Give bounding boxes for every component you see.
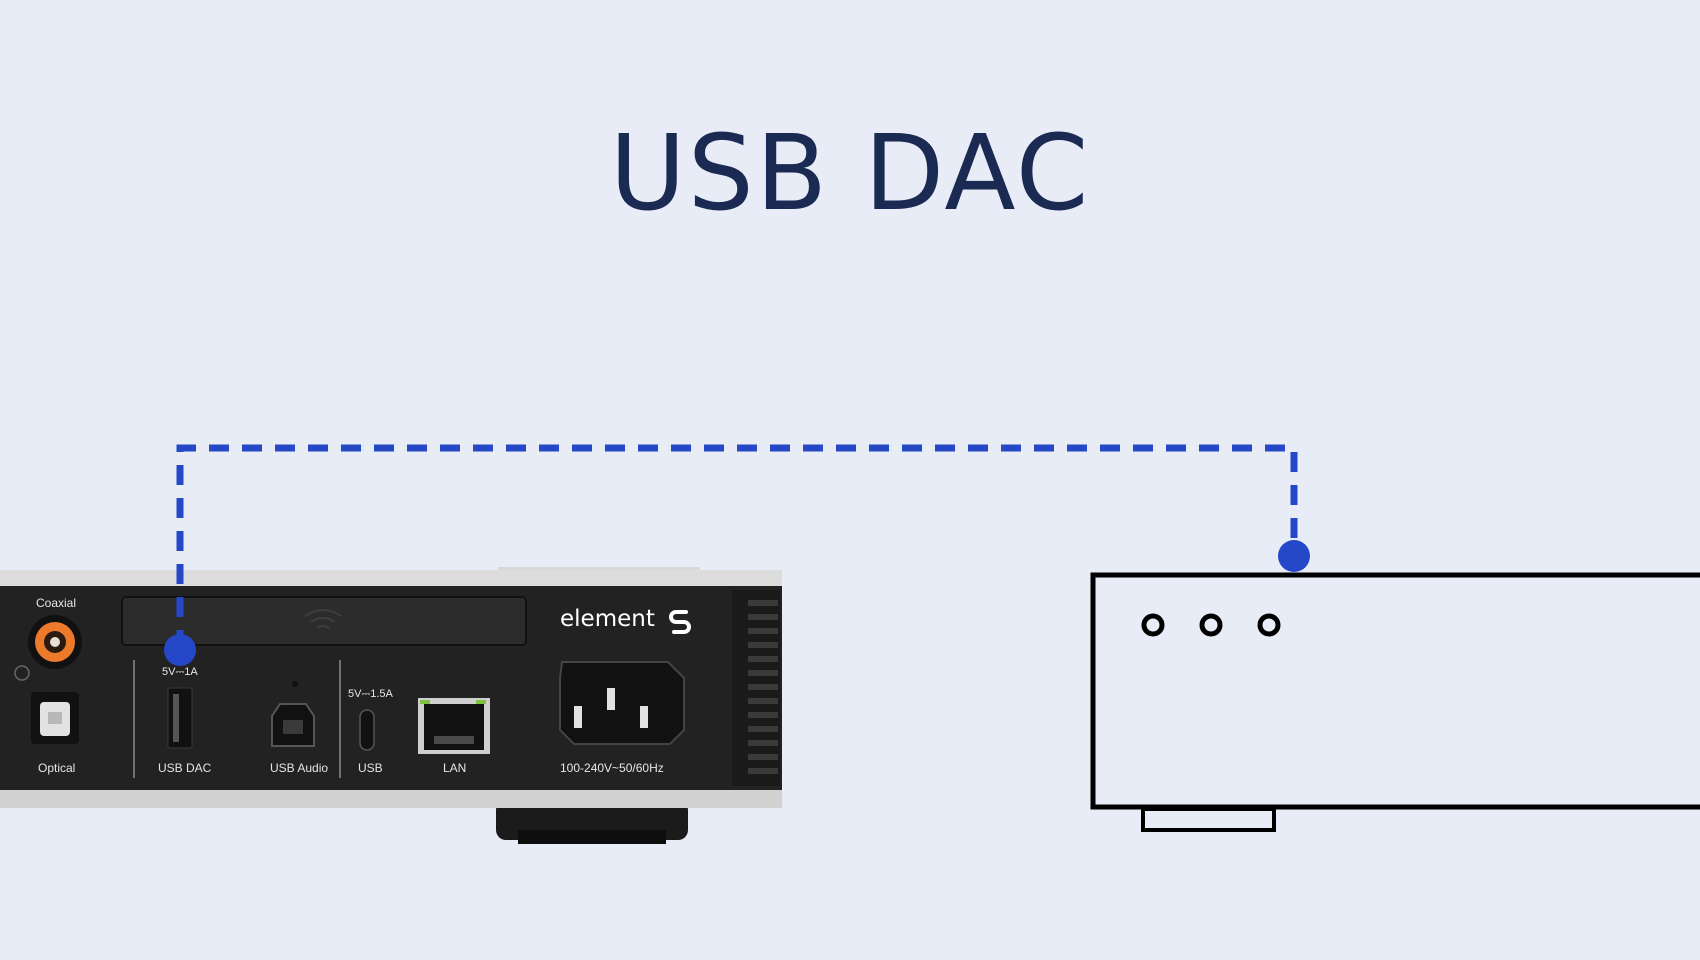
dac-indicator-1 bbox=[1141, 613, 1165, 637]
cable-endpoint-dac bbox=[1278, 540, 1310, 572]
dac-device-body bbox=[1090, 572, 1700, 810]
lan-label: LAN bbox=[443, 761, 466, 775]
heatsink-fins bbox=[748, 600, 778, 774]
optical-label: Optical bbox=[38, 761, 75, 775]
power-inlet[interactable] bbox=[559, 661, 685, 745]
usb-dac-rating: 5V⎓1A bbox=[162, 666, 198, 678]
led-indicator bbox=[292, 681, 298, 687]
power-label: 100-240V~50/60Hz bbox=[560, 761, 664, 775]
usb-audio-label: USB Audio bbox=[270, 761, 328, 775]
usb-port[interactable] bbox=[359, 709, 375, 751]
device-chassis-top bbox=[0, 570, 782, 586]
optical-port[interactable] bbox=[31, 692, 79, 744]
ground-screw-icon bbox=[14, 665, 30, 681]
brand-logo: element bbox=[560, 606, 655, 632]
dac-device-icon bbox=[1090, 572, 1700, 832]
coaxial-label: Coaxial bbox=[36, 596, 76, 610]
usb-dac-label: USB DAC bbox=[158, 761, 212, 775]
usb-dac-cable bbox=[176, 444, 1298, 650]
lan-port[interactable] bbox=[418, 698, 490, 754]
coaxial-port[interactable] bbox=[28, 615, 82, 669]
device-foot-base bbox=[518, 830, 666, 844]
usb-rating: 5V⎓1.5A bbox=[348, 688, 394, 700]
usb-dac-port[interactable] bbox=[167, 687, 193, 749]
dac-indicator-2 bbox=[1199, 613, 1223, 637]
device-chassis-bottom bbox=[0, 790, 782, 808]
wifi-antenna-slot bbox=[121, 596, 527, 646]
page-title: USB DAC bbox=[609, 112, 1091, 234]
usb-label: USB bbox=[358, 761, 383, 775]
dac-device-foot bbox=[1141, 807, 1276, 832]
s-logo-icon bbox=[669, 610, 691, 634]
source-device: element Coaxial Optical bbox=[0, 567, 782, 844]
usb-audio-port[interactable] bbox=[271, 703, 315, 747]
cable-endpoint-source bbox=[164, 634, 196, 666]
dac-indicator-3 bbox=[1257, 613, 1281, 637]
wifi-icon bbox=[304, 609, 342, 629]
